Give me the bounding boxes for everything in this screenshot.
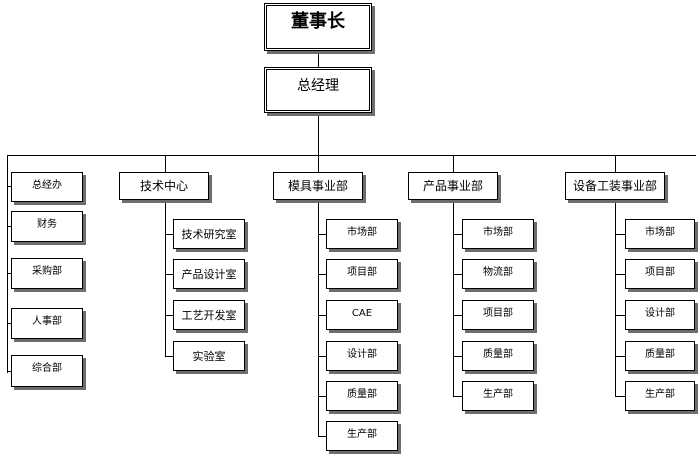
node-admin-office: 总经办 [11,172,83,202]
node-chairman: 董事长 [264,3,372,51]
node-mold-unit: CAE [326,300,398,330]
connector-admin-drop [7,155,8,373]
connector-admin-3 [7,273,11,274]
node-tech-unit: 产品设计室 [173,259,245,289]
node-product-unit: 质量部 [462,341,534,371]
node-tech-unit: 实验室 [173,341,245,371]
node-equipment-unit: 生产部 [625,381,695,411]
connector-mold-6 [318,436,326,437]
connector-tech-trunk [165,200,166,356]
node-division-mold: 模具事业部 [273,172,363,200]
node-equipment-unit: 项目部 [625,259,695,289]
connector-admin-5 [7,371,11,372]
connector-equipment-3 [615,315,625,316]
connector-product-3 [453,315,462,316]
connector-equipment-trunk [615,200,616,396]
connector-mold-4 [318,356,326,357]
connector-equipment-1 [615,234,625,235]
node-equipment-unit: 市场部 [625,219,695,249]
node-product-unit: 物流部 [462,259,534,289]
connector-ceo-gm [318,51,319,67]
connector-admin-2 [7,226,11,227]
connector-mold-2 [318,274,326,275]
connector-tech-4 [165,356,173,357]
connector-tech-1 [165,234,173,235]
connector-mold-5 [318,396,326,397]
connector-gm-trunk [318,113,319,155]
node-equipment-unit: 设计部 [625,300,695,330]
node-mold-unit: 生产部 [326,421,398,451]
connector-tech-3 [165,315,173,316]
node-general-manager: 总经理 [264,67,372,113]
node-product-unit: 生产部 [462,381,534,411]
node-tech-unit: 技术研究室 [173,219,245,249]
node-product-unit: 项目部 [462,300,534,330]
node-admin-hr: 人事部 [11,308,83,339]
connector-drop-equipment [615,155,616,172]
node-tech-unit: 工艺开发室 [173,300,245,330]
node-product-unit: 市场部 [462,219,534,249]
connector-equipment-4 [615,356,625,357]
connector-product-2 [453,274,462,275]
connector-main-horizontal [7,155,696,156]
node-mold-unit: 质量部 [326,381,398,411]
node-equipment-unit: 质量部 [625,341,695,371]
connector-product-5 [453,396,462,397]
connector-drop-product [453,155,454,172]
connector-mold-trunk [318,200,319,436]
node-mold-unit: 设计部 [326,341,398,371]
connector-product-1 [453,234,462,235]
connector-equipment-5 [615,396,625,397]
node-division-tech-center: 技术中心 [119,172,209,200]
node-division-equipment: 设备工装事业部 [565,172,665,200]
node-mold-unit: 项目部 [326,259,398,289]
node-admin-general: 综合部 [11,355,83,387]
node-admin-finance: 财务 [11,211,83,242]
connector-tech-2 [165,274,173,275]
node-mold-unit: 市场部 [326,219,398,249]
node-division-product: 产品事业部 [408,172,498,200]
connector-product-4 [453,356,462,357]
connector-product-trunk [453,200,454,396]
connector-mold-3 [318,315,326,316]
connector-drop-tech [165,155,166,172]
node-admin-purchasing: 采购部 [11,258,83,289]
connector-equipment-2 [615,274,625,275]
connector-mold-1 [318,234,326,235]
connector-drop-mold [318,155,319,172]
connector-admin-1 [7,186,11,187]
connector-admin-4 [7,323,11,324]
